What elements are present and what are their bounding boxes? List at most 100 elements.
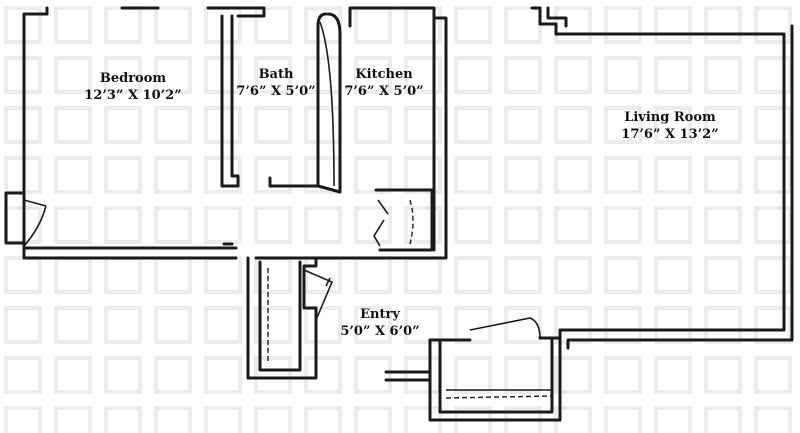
watermark-tile bbox=[254, 406, 292, 433]
bath-label: Bath 7’6” X 5’0” bbox=[228, 66, 324, 100]
watermark-tile bbox=[454, 406, 492, 433]
watermark-tile bbox=[654, 56, 692, 94]
watermark-tile bbox=[454, 256, 492, 294]
watermark-tile bbox=[754, 356, 792, 394]
watermark-tile bbox=[604, 256, 642, 294]
watermark-tile bbox=[754, 6, 792, 44]
watermark-tile bbox=[204, 256, 242, 294]
watermark-tile bbox=[104, 206, 142, 244]
entry-walls bbox=[222, 242, 562, 422]
watermark-tile bbox=[504, 206, 542, 244]
watermark-tile bbox=[4, 406, 42, 433]
watermark-pattern bbox=[4, 6, 792, 433]
bedroom-label: Bedroom 12’3” X 10’2” bbox=[78, 70, 188, 104]
watermark-tile bbox=[154, 56, 192, 94]
watermark-tile bbox=[354, 256, 392, 294]
watermark-tile bbox=[104, 356, 142, 394]
watermark-tile bbox=[354, 106, 392, 144]
watermark-tile bbox=[154, 6, 192, 44]
watermark-tile bbox=[654, 206, 692, 244]
watermark-tile bbox=[604, 56, 642, 94]
watermark-tile bbox=[554, 256, 592, 294]
watermark-tile bbox=[4, 306, 42, 344]
watermark-tile bbox=[404, 106, 442, 144]
watermark-tile bbox=[554, 406, 592, 433]
entry-name: Entry bbox=[360, 307, 400, 322]
watermark-tile bbox=[704, 256, 742, 294]
watermark-tile bbox=[404, 406, 442, 433]
bath-name: Bath bbox=[258, 67, 294, 82]
watermark-tile bbox=[104, 306, 142, 344]
watermark-tile bbox=[754, 106, 792, 144]
watermark-tile bbox=[54, 356, 92, 394]
watermark-tile bbox=[354, 6, 392, 44]
watermark-tile bbox=[654, 306, 692, 344]
watermark-tile bbox=[704, 356, 742, 394]
watermark-tile bbox=[704, 56, 742, 94]
watermark-tile bbox=[104, 406, 142, 433]
watermark-tile bbox=[704, 406, 742, 433]
watermark-tile bbox=[354, 56, 392, 94]
watermark-tile bbox=[404, 56, 442, 94]
watermark-tile bbox=[154, 356, 192, 394]
watermark-tile bbox=[454, 156, 492, 194]
watermark-tile bbox=[754, 406, 792, 433]
watermark-tile bbox=[154, 256, 192, 294]
bedroom-walls bbox=[4, 6, 238, 260]
watermark-tile bbox=[54, 256, 92, 294]
watermark-tile bbox=[154, 206, 192, 244]
watermark-tile bbox=[604, 356, 642, 394]
watermark-tile bbox=[4, 256, 42, 294]
watermark-tile bbox=[204, 206, 242, 244]
watermark-tile bbox=[354, 406, 392, 433]
watermark-tile bbox=[654, 356, 692, 394]
watermark-tile bbox=[454, 206, 492, 244]
living-room-name: Living Room bbox=[624, 110, 716, 125]
kitchen-walls bbox=[254, 6, 448, 260]
watermark-tile bbox=[504, 356, 542, 394]
watermark-tile bbox=[54, 406, 92, 433]
watermark-tile bbox=[254, 6, 292, 44]
watermark-tile bbox=[604, 156, 642, 194]
watermark-tile bbox=[754, 156, 792, 194]
watermark-tile bbox=[254, 306, 292, 344]
watermark-tile bbox=[304, 356, 342, 394]
watermark-tile bbox=[604, 206, 642, 244]
watermark-tile bbox=[354, 356, 392, 394]
watermark-tile bbox=[554, 356, 592, 394]
watermark-tile bbox=[54, 306, 92, 344]
living-room-walls bbox=[530, 6, 794, 350]
watermark-tile bbox=[704, 306, 742, 344]
watermark-tile bbox=[554, 206, 592, 244]
entry-label: Entry 5’0” X 6’0” bbox=[334, 306, 426, 340]
bath-dims: 7’6” X 5’0” bbox=[236, 84, 316, 99]
watermark-tile bbox=[404, 306, 442, 344]
watermark-tile bbox=[454, 306, 492, 344]
watermark-tile bbox=[554, 156, 592, 194]
watermark-tile bbox=[254, 206, 292, 244]
watermark-tile bbox=[754, 206, 792, 244]
watermark-tile bbox=[754, 256, 792, 294]
watermark-tile bbox=[104, 56, 142, 94]
watermark-tile bbox=[654, 256, 692, 294]
watermark-tile bbox=[554, 56, 592, 94]
watermark-tile bbox=[504, 6, 542, 44]
watermark-tile bbox=[704, 6, 742, 44]
watermark-tile bbox=[504, 106, 542, 144]
watermark-tile bbox=[54, 106, 92, 144]
watermark-tile bbox=[304, 306, 342, 344]
watermark-tile bbox=[204, 306, 242, 344]
watermark-tile bbox=[254, 56, 292, 94]
watermark-tile bbox=[404, 206, 442, 244]
watermark-tile bbox=[54, 156, 92, 194]
watermark-tile bbox=[204, 406, 242, 433]
bath-walls bbox=[206, 6, 342, 194]
watermark-tile bbox=[354, 156, 392, 194]
watermark-tile bbox=[654, 106, 692, 144]
watermark-tile bbox=[104, 256, 142, 294]
watermark-tile bbox=[454, 56, 492, 94]
watermark-tile bbox=[754, 306, 792, 344]
watermark-tile bbox=[754, 56, 792, 94]
watermark-tile bbox=[554, 106, 592, 144]
watermark-tile bbox=[704, 156, 742, 194]
